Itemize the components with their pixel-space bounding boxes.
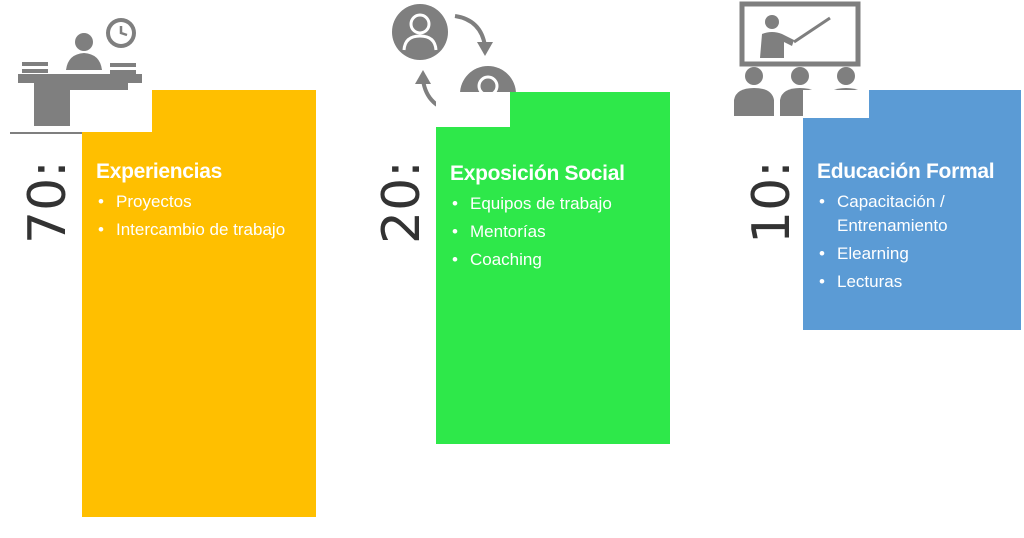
box-notch: [803, 90, 869, 118]
list-item: Lecturas: [817, 270, 1013, 294]
experiencias-box: [82, 90, 316, 517]
list-item: Proyectos: [96, 190, 296, 214]
list-item: Intercambio de trabajo: [96, 218, 296, 242]
list-item: Capacitación / Entrenamiento: [817, 190, 1013, 238]
percent-label: 10:: [742, 160, 802, 244]
percent-label: 20:: [372, 160, 432, 244]
box-list: Proyectos Intercambio de trabajo: [96, 190, 296, 246]
box-title: Exposición Social: [450, 162, 625, 185]
list-item: Coaching: [450, 248, 660, 272]
box-list: Capacitación / Entrenamiento Elearning L…: [817, 190, 1013, 298]
box-title: Educación Formal: [817, 160, 995, 183]
list-item: Equipos de trabajo: [450, 192, 660, 216]
box-list: Equipos de trabajo Mentorías Coaching: [450, 192, 660, 276]
box-notch: [436, 92, 510, 127]
percent-label: 70:: [18, 160, 78, 244]
box-notch: [70, 90, 152, 132]
list-item: Mentorías: [450, 220, 660, 244]
box-title: Experiencias: [96, 160, 222, 183]
list-item: Elearning: [817, 242, 1013, 266]
